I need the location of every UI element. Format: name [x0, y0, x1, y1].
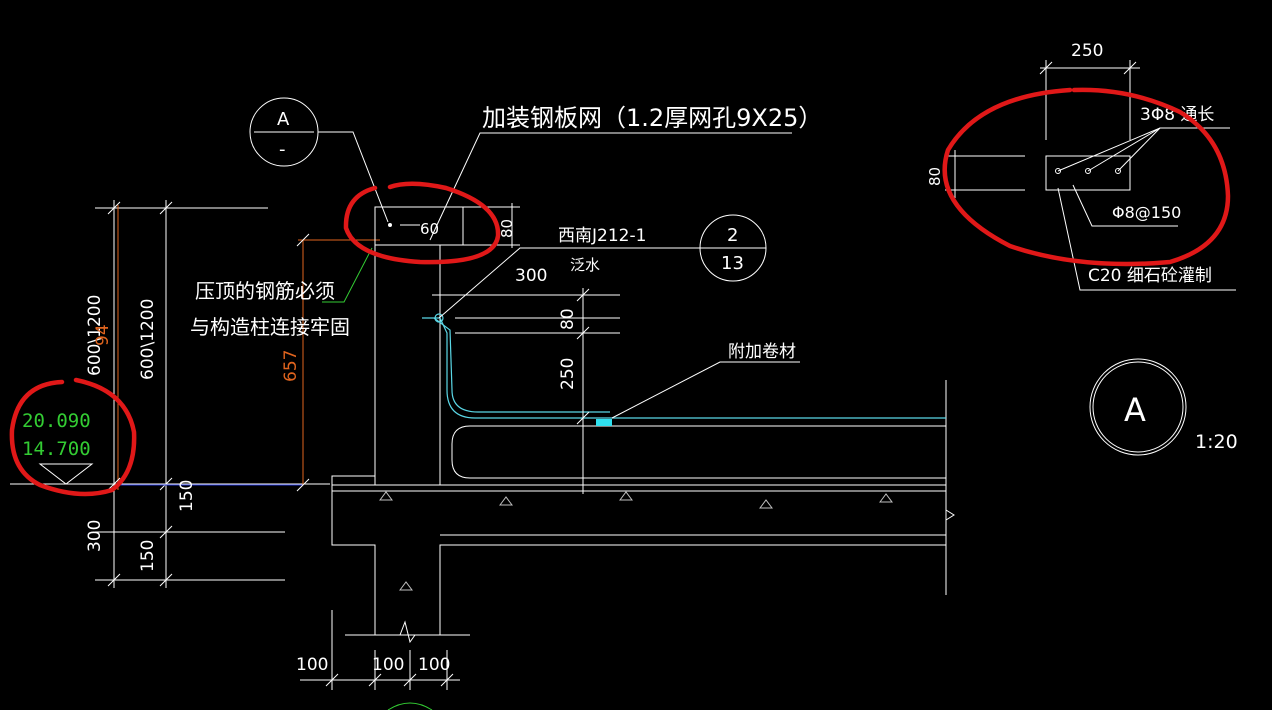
- std-ref: 西南J212-1: [558, 226, 646, 246]
- dim-150-a: 150: [177, 480, 197, 512]
- red-markup: [9, 87, 1231, 497]
- section-scale: 1:20: [1195, 431, 1238, 453]
- dim-94: 94: [93, 324, 113, 346]
- coping-detail: 60 A - 加装钢板网（1.2厚网孔9X25） 西南J212-1 泛水 2 1…: [249, 97, 822, 319]
- detail-bubble-top: A: [277, 109, 290, 130]
- dim-100-a: 100: [296, 655, 328, 675]
- dim-150-b: 150: [138, 540, 158, 572]
- detail-bubble-bottom: -: [279, 139, 286, 160]
- dim-300-b: 300: [85, 520, 105, 552]
- dim-100-c: 100: [418, 655, 450, 675]
- dim-80-section: 80: [926, 167, 944, 186]
- elevation-bottom: 14.700: [22, 438, 91, 460]
- dim-600-1200-left: 600\1200: [85, 295, 105, 376]
- ref-bubble-top: 2: [727, 225, 738, 246]
- coping-cross-section: 250 80 3Φ8 通长 Φ8@150 C20 细石砼灌制: [926, 41, 1236, 291]
- note-line-2: 与构造柱连接牢固: [190, 315, 350, 339]
- section-bubble-letter: A: [1124, 391, 1146, 429]
- dim-250-top: 250: [1071, 41, 1103, 61]
- dim-60: 60: [420, 220, 439, 238]
- std-ref-sub: 泛水: [570, 256, 600, 274]
- dim-250: 250: [558, 358, 578, 390]
- elevation-top: 20.090: [22, 410, 91, 432]
- construction-note: 压顶的钢筋必须 与构造柱连接牢固: [190, 247, 373, 339]
- parapet-section: [331, 206, 955, 644]
- dim-600-1200-right: 600\1200: [138, 299, 158, 380]
- bottom-dimensions: 100 100 100: [296, 610, 460, 710]
- dim-100-b: 100: [372, 655, 404, 675]
- ref-bubble-bottom: 13: [721, 253, 744, 274]
- rebar-stirrup-label: Φ8@150: [1112, 203, 1181, 222]
- left-dimension-texts: 600\1200 94 600\1200 657 150 300 150 20.…: [22, 295, 301, 572]
- steel-mesh-note: 加装钢板网（1.2厚网孔9X25）: [482, 104, 822, 132]
- flashing-dimensions: 300 80 250 80: [432, 203, 620, 494]
- extra-membrane-label: 附加卷材: [728, 342, 796, 362]
- dim-300: 300: [515, 266, 547, 286]
- rebar-main-label: 3Φ8 通长: [1140, 105, 1214, 125]
- dim-80-b: 80: [558, 308, 578, 330]
- section-symbol: A 1:20: [1089, 358, 1238, 456]
- left-dimensions: [10, 200, 380, 588]
- note-line-1: 压顶的钢筋必须: [195, 279, 335, 303]
- flashing-membrane: 附加卷材: [422, 313, 946, 426]
- dim-80: 80: [498, 219, 516, 238]
- dim-657: 657: [281, 350, 301, 382]
- concrete-label: C20 细石砼灌制: [1088, 266, 1212, 286]
